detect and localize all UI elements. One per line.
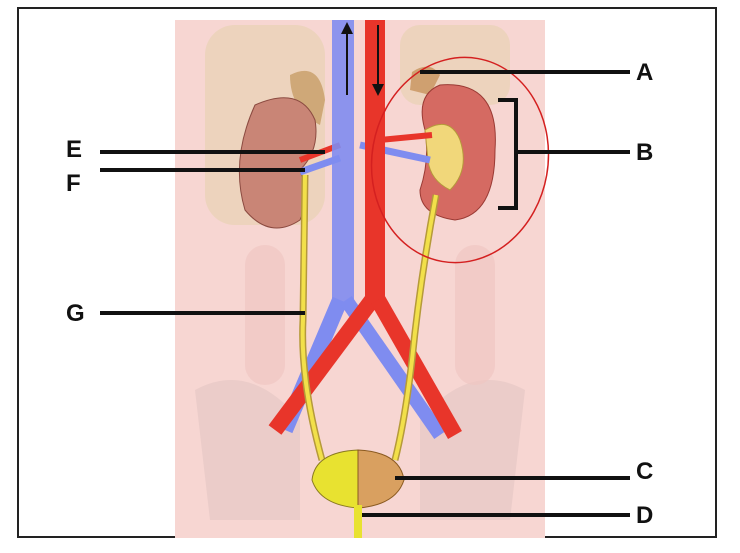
flow-arrows: [341, 22, 384, 96]
label-d: D: [636, 502, 654, 529]
label-a: A: [636, 59, 654, 86]
bladder: [311, 449, 405, 538]
ureters: [299, 174, 440, 461]
aorta: [268, 20, 462, 439]
label-e: E: [66, 136, 83, 163]
label-c: C: [636, 458, 654, 485]
leader-lines: [100, 70, 630, 517]
label-b: B: [636, 139, 654, 166]
label-g: G: [66, 300, 85, 327]
right-kidney: [419, 84, 496, 221]
label-f: F: [66, 170, 81, 197]
annotation-circle: [370, 56, 550, 264]
